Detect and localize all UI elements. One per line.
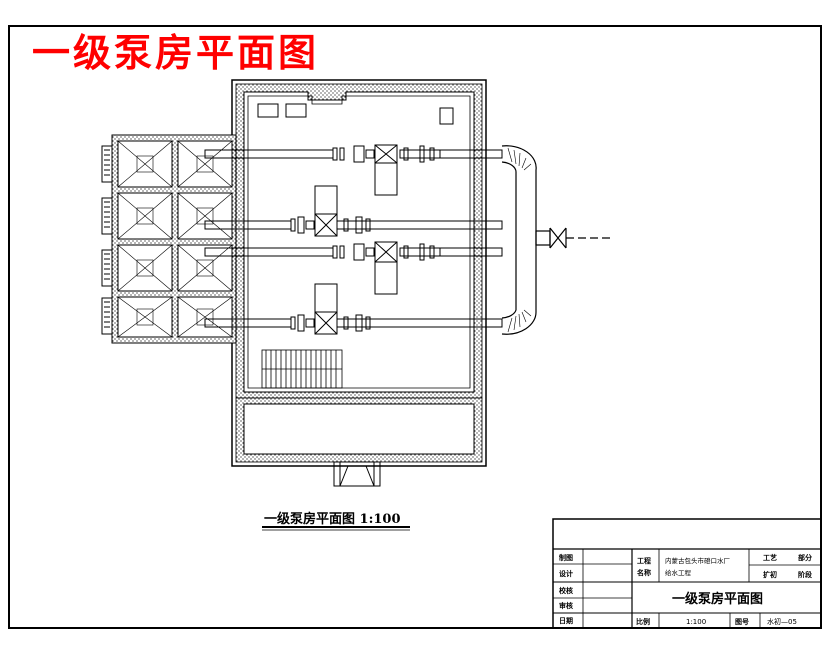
pump-line-1 (204, 144, 503, 196)
tb-label-review: 审核 (559, 601, 573, 610)
discharge-header (501, 145, 612, 335)
tb-discipline: 工艺 (763, 553, 777, 562)
tb-label-date: 日期 (559, 616, 573, 625)
tb-label-drawn: 制图 (559, 553, 573, 562)
tb-stage2: 阶段 (798, 570, 812, 579)
electrical-cabinets (257, 103, 454, 125)
tb-drawing-number: 水初—05 (767, 617, 797, 626)
entrance-door (333, 461, 381, 487)
drawing-title-heading: 一级泵房平面图 (32, 30, 320, 75)
tb-label-project: 工程 (637, 556, 651, 565)
building-outline (231, 79, 487, 467)
tb-label-scale: 比例 (636, 617, 650, 626)
tb-part: 部分 (798, 553, 812, 562)
tb-label-check: 校核 (559, 586, 573, 595)
tb-project-name-line2: 给水工程 (665, 568, 692, 577)
drawing-caption: 一级泵房平面图 1:100 (264, 511, 401, 527)
tb-label-name: 名称 (637, 568, 651, 577)
tb-label-sheet-no: 图号 (735, 617, 749, 626)
sheet-border (8, 25, 822, 629)
tb-stage: 扩初 (763, 570, 777, 579)
pump-line-2 (204, 185, 503, 237)
tb-drawing-title: 一级泵房平面图 (672, 591, 763, 607)
pump-line-3 (204, 241, 503, 295)
staircase (261, 349, 343, 389)
tb-label-design: 设计 (559, 569, 573, 578)
tb-scale-value: 1:100 (686, 618, 706, 626)
pump-line-4 (204, 283, 503, 335)
title-block (552, 518, 822, 629)
suction-wells (101, 134, 237, 344)
tb-project-name-line1: 内蒙古包头市磴口水厂 (665, 556, 731, 565)
intake-screens (101, 145, 113, 335)
